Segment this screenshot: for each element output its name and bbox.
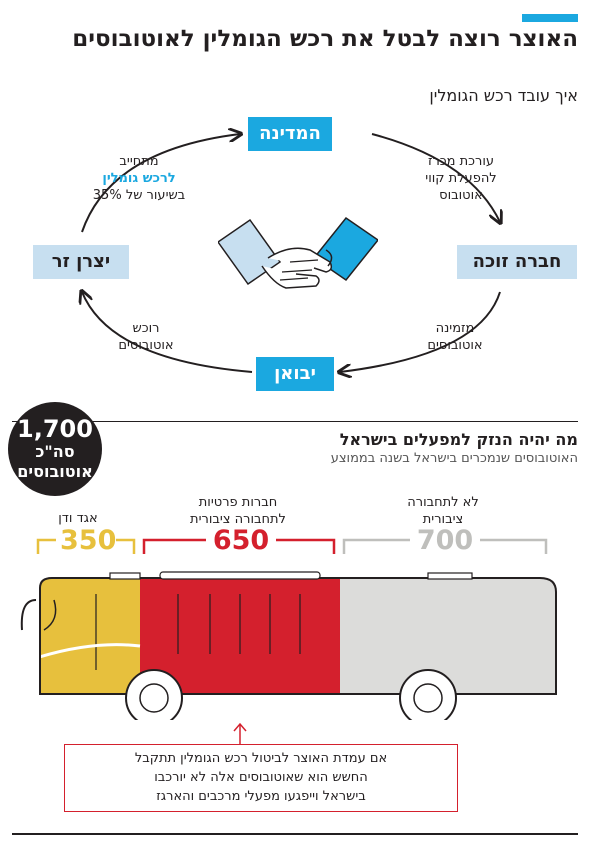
bus-segment-egged-dan bbox=[40, 578, 140, 694]
note-box: אם עמדת האוצר לביטול רכש הגומלין תתקבל ה… bbox=[64, 744, 458, 812]
accent-bar bbox=[522, 14, 578, 22]
damage-subtitle: האוטובוסים שנמכרים בישראל בשנה בממוצע bbox=[330, 451, 578, 466]
category-label-private: חברות פרטיות לתחבורה ציבורית bbox=[190, 495, 286, 527]
arrow-importer-to-manufacturer bbox=[82, 292, 253, 373]
text-state-to-winner: עורכת מכרז להפעלת קווי אוטובוס bbox=[425, 154, 497, 203]
section-subtitle: איך עובד רכש הגומלין bbox=[429, 86, 578, 105]
category-label-non-public: לא לתחבורה ציבורית bbox=[407, 495, 479, 527]
value-egged-dan: 350 bbox=[56, 526, 116, 556]
text-importer-to-manufacturer: רוכש אוטובוסים bbox=[118, 321, 174, 353]
arrow-winner-to-importer bbox=[340, 291, 501, 372]
section-divider bbox=[12, 421, 578, 422]
winner-company-box: חברה זוכה bbox=[457, 245, 577, 279]
bus-segment-non-public bbox=[340, 578, 556, 694]
text-manufacturer-to-state: מתחייב לרכש גומלין בשיעור של 35% bbox=[92, 154, 186, 203]
total-badge: 1,700 סה"כ אוטובוסים bbox=[8, 402, 102, 496]
manufacturer-box: יצרן זר bbox=[33, 245, 129, 279]
state-box: המדינה bbox=[248, 117, 332, 151]
category-label-egged-dan: אגד ודן bbox=[58, 511, 98, 526]
note-pointer-arrow bbox=[233, 722, 247, 744]
importer-box: יבואן bbox=[256, 357, 334, 391]
arrow-state-to-winner bbox=[371, 133, 500, 222]
value-private: 650 bbox=[206, 526, 276, 556]
handshake-icon bbox=[218, 216, 378, 289]
arrow-manufacturer-to-state bbox=[81, 134, 240, 233]
bottom-rule bbox=[12, 833, 578, 835]
page-title: האוצר רוצה לבטל את רכש הגומלין לאוטובוסי… bbox=[72, 26, 578, 52]
damage-title: מה יהיה הנזק למפעלים בישראל bbox=[339, 430, 578, 449]
value-non-public: 700 bbox=[410, 526, 480, 556]
text-winner-to-importer: מזמינה אוטובוסים bbox=[427, 321, 483, 353]
bus-illustration bbox=[20, 571, 557, 720]
